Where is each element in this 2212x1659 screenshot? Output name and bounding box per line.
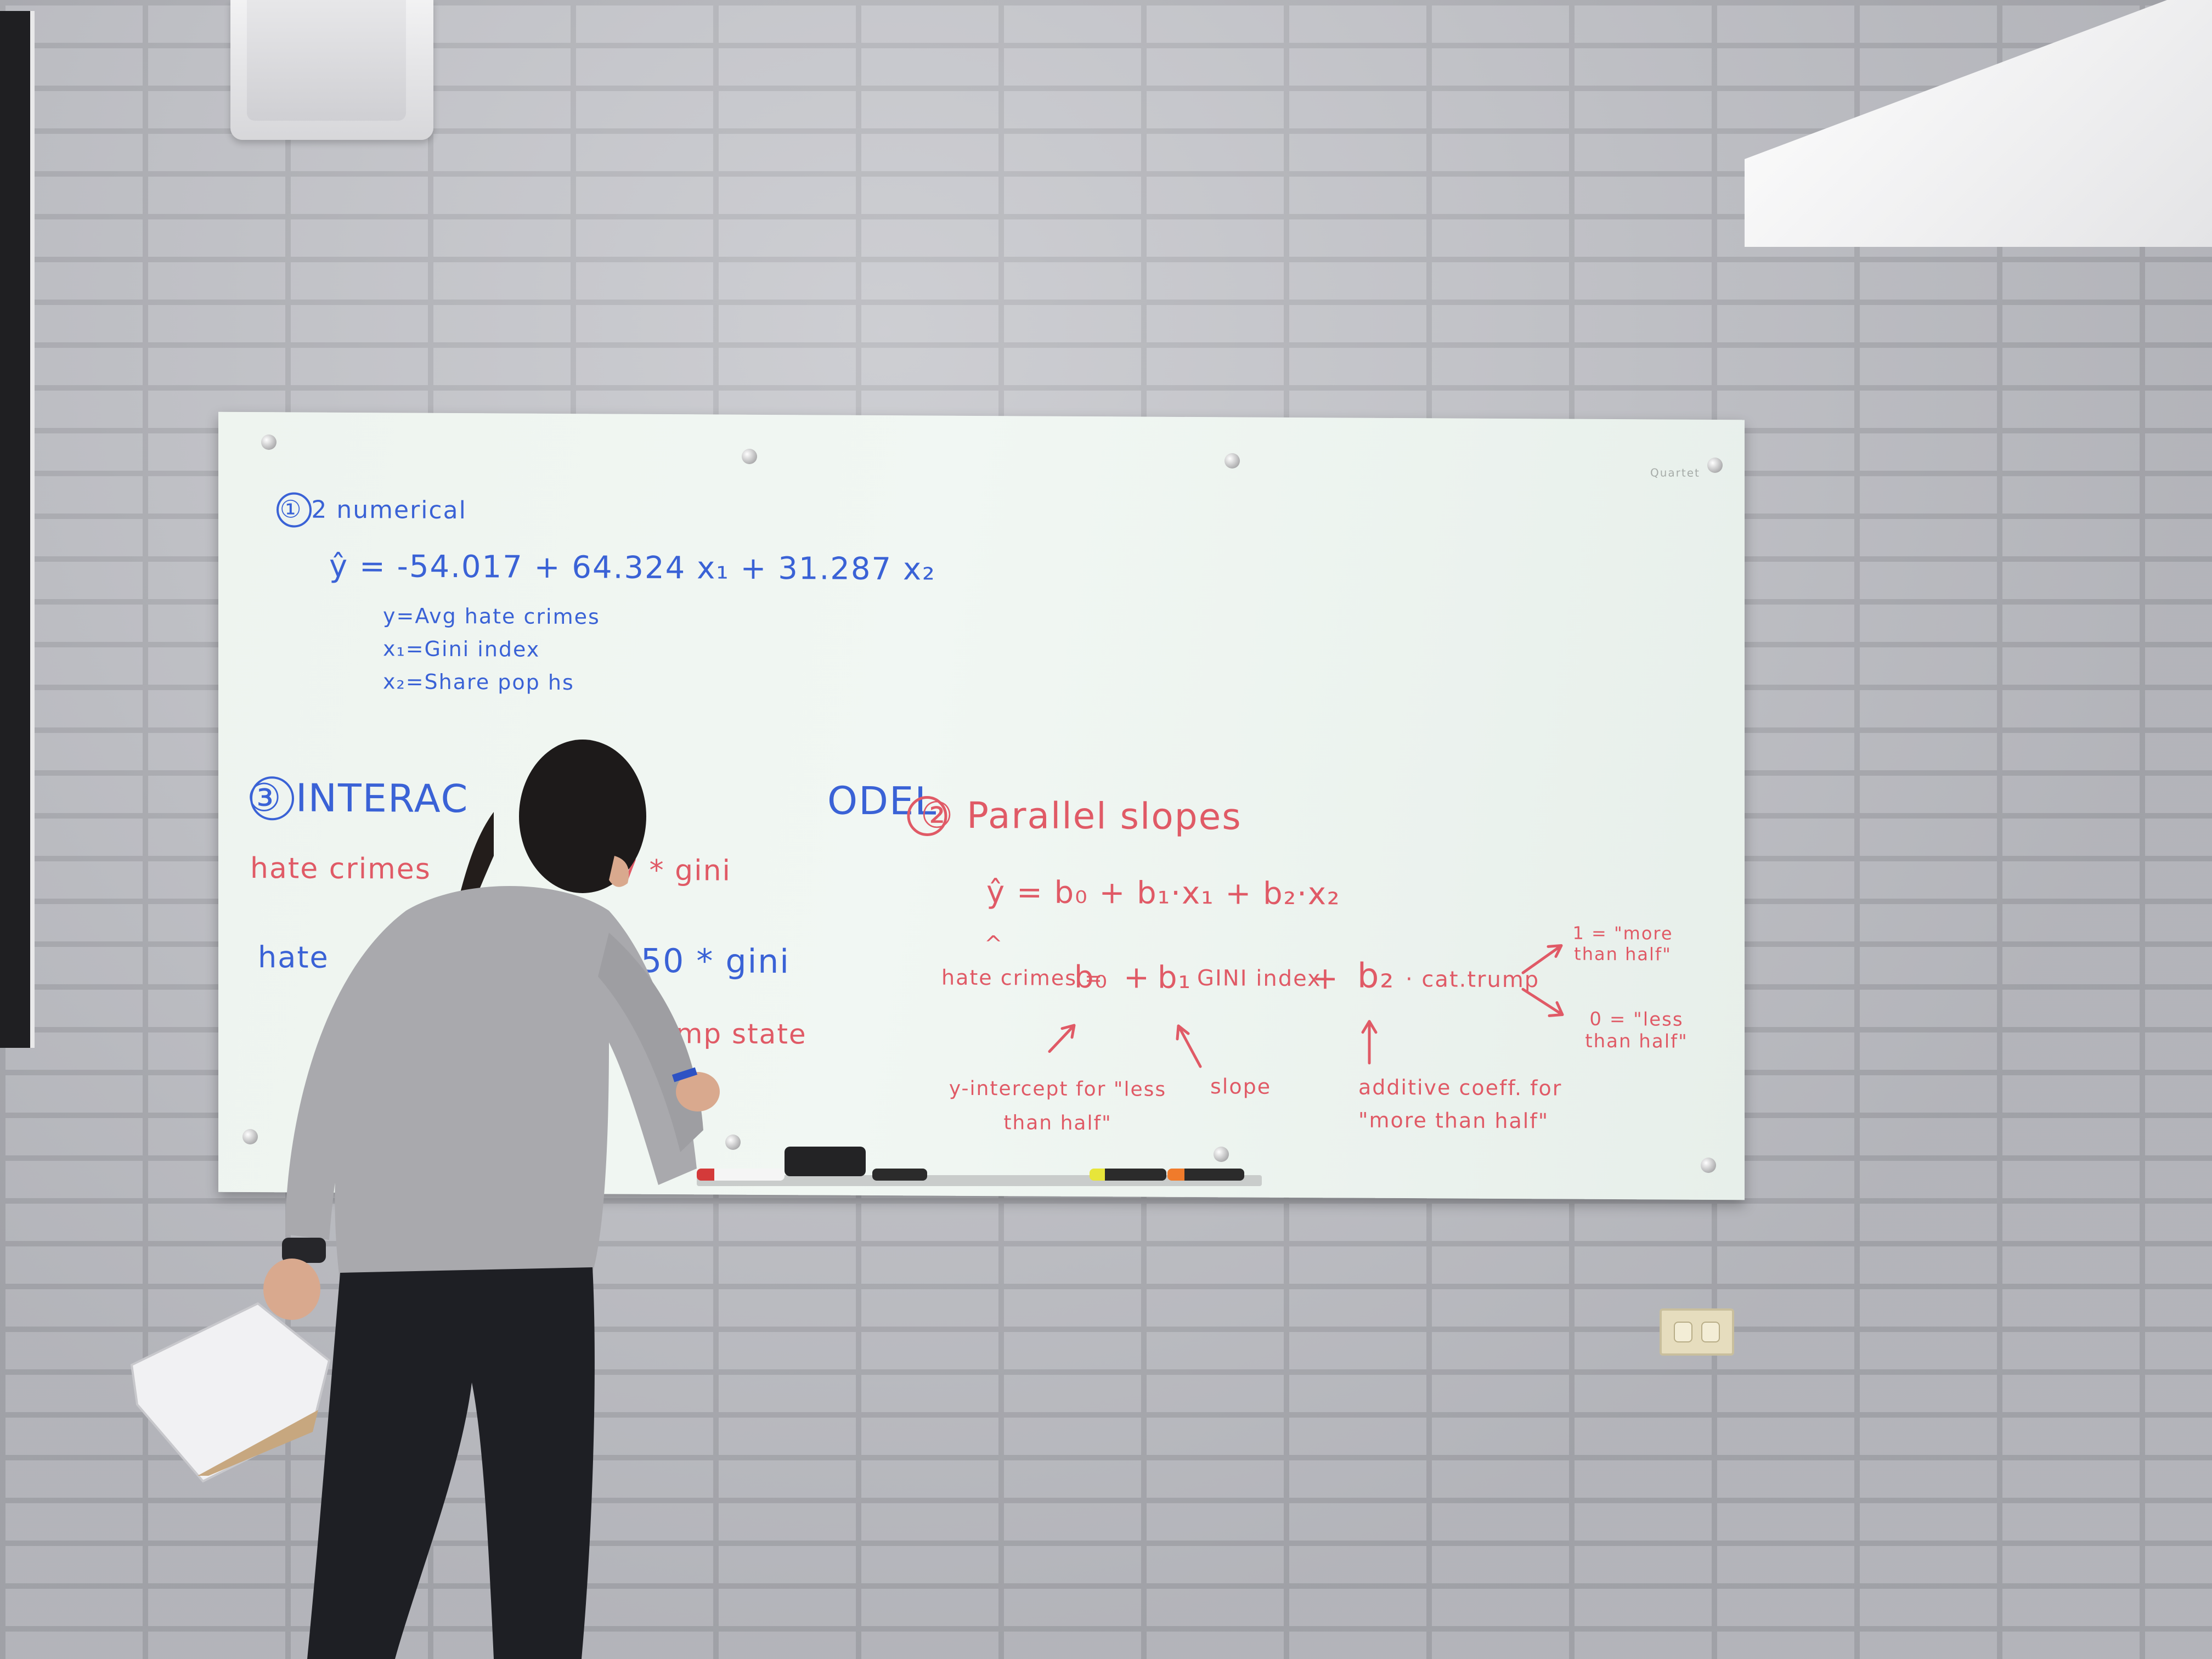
orange-marker[interactable]	[1167, 1169, 1244, 1181]
board-mount	[1224, 453, 1240, 469]
board-mount	[1701, 1158, 1716, 1173]
green-marker[interactable]	[872, 1169, 927, 1181]
board-mount	[725, 1135, 741, 1150]
board-mount	[742, 449, 757, 464]
board-eraser[interactable]	[785, 1147, 866, 1176]
board-mount	[1707, 458, 1723, 473]
yellow-marker[interactable]	[1090, 1169, 1166, 1181]
wall-speaker	[230, 0, 433, 140]
wall-outlet	[1660, 1308, 1734, 1356]
board-mount	[1214, 1147, 1229, 1162]
speaker-face	[247, 0, 406, 121]
red-marker[interactable]	[697, 1169, 785, 1181]
outlet-socket	[1674, 1322, 1692, 1342]
screen-frame-edge	[0, 11, 35, 1048]
board-arrows	[250, 492, 1564, 1068]
whiteboard: Quartet ① 2 numerical ŷ = -54.017 + 64.3…	[218, 411, 1745, 1200]
outlet-socket	[1701, 1322, 1720, 1342]
board-mount	[261, 435, 276, 450]
board-mount	[242, 1129, 258, 1144]
